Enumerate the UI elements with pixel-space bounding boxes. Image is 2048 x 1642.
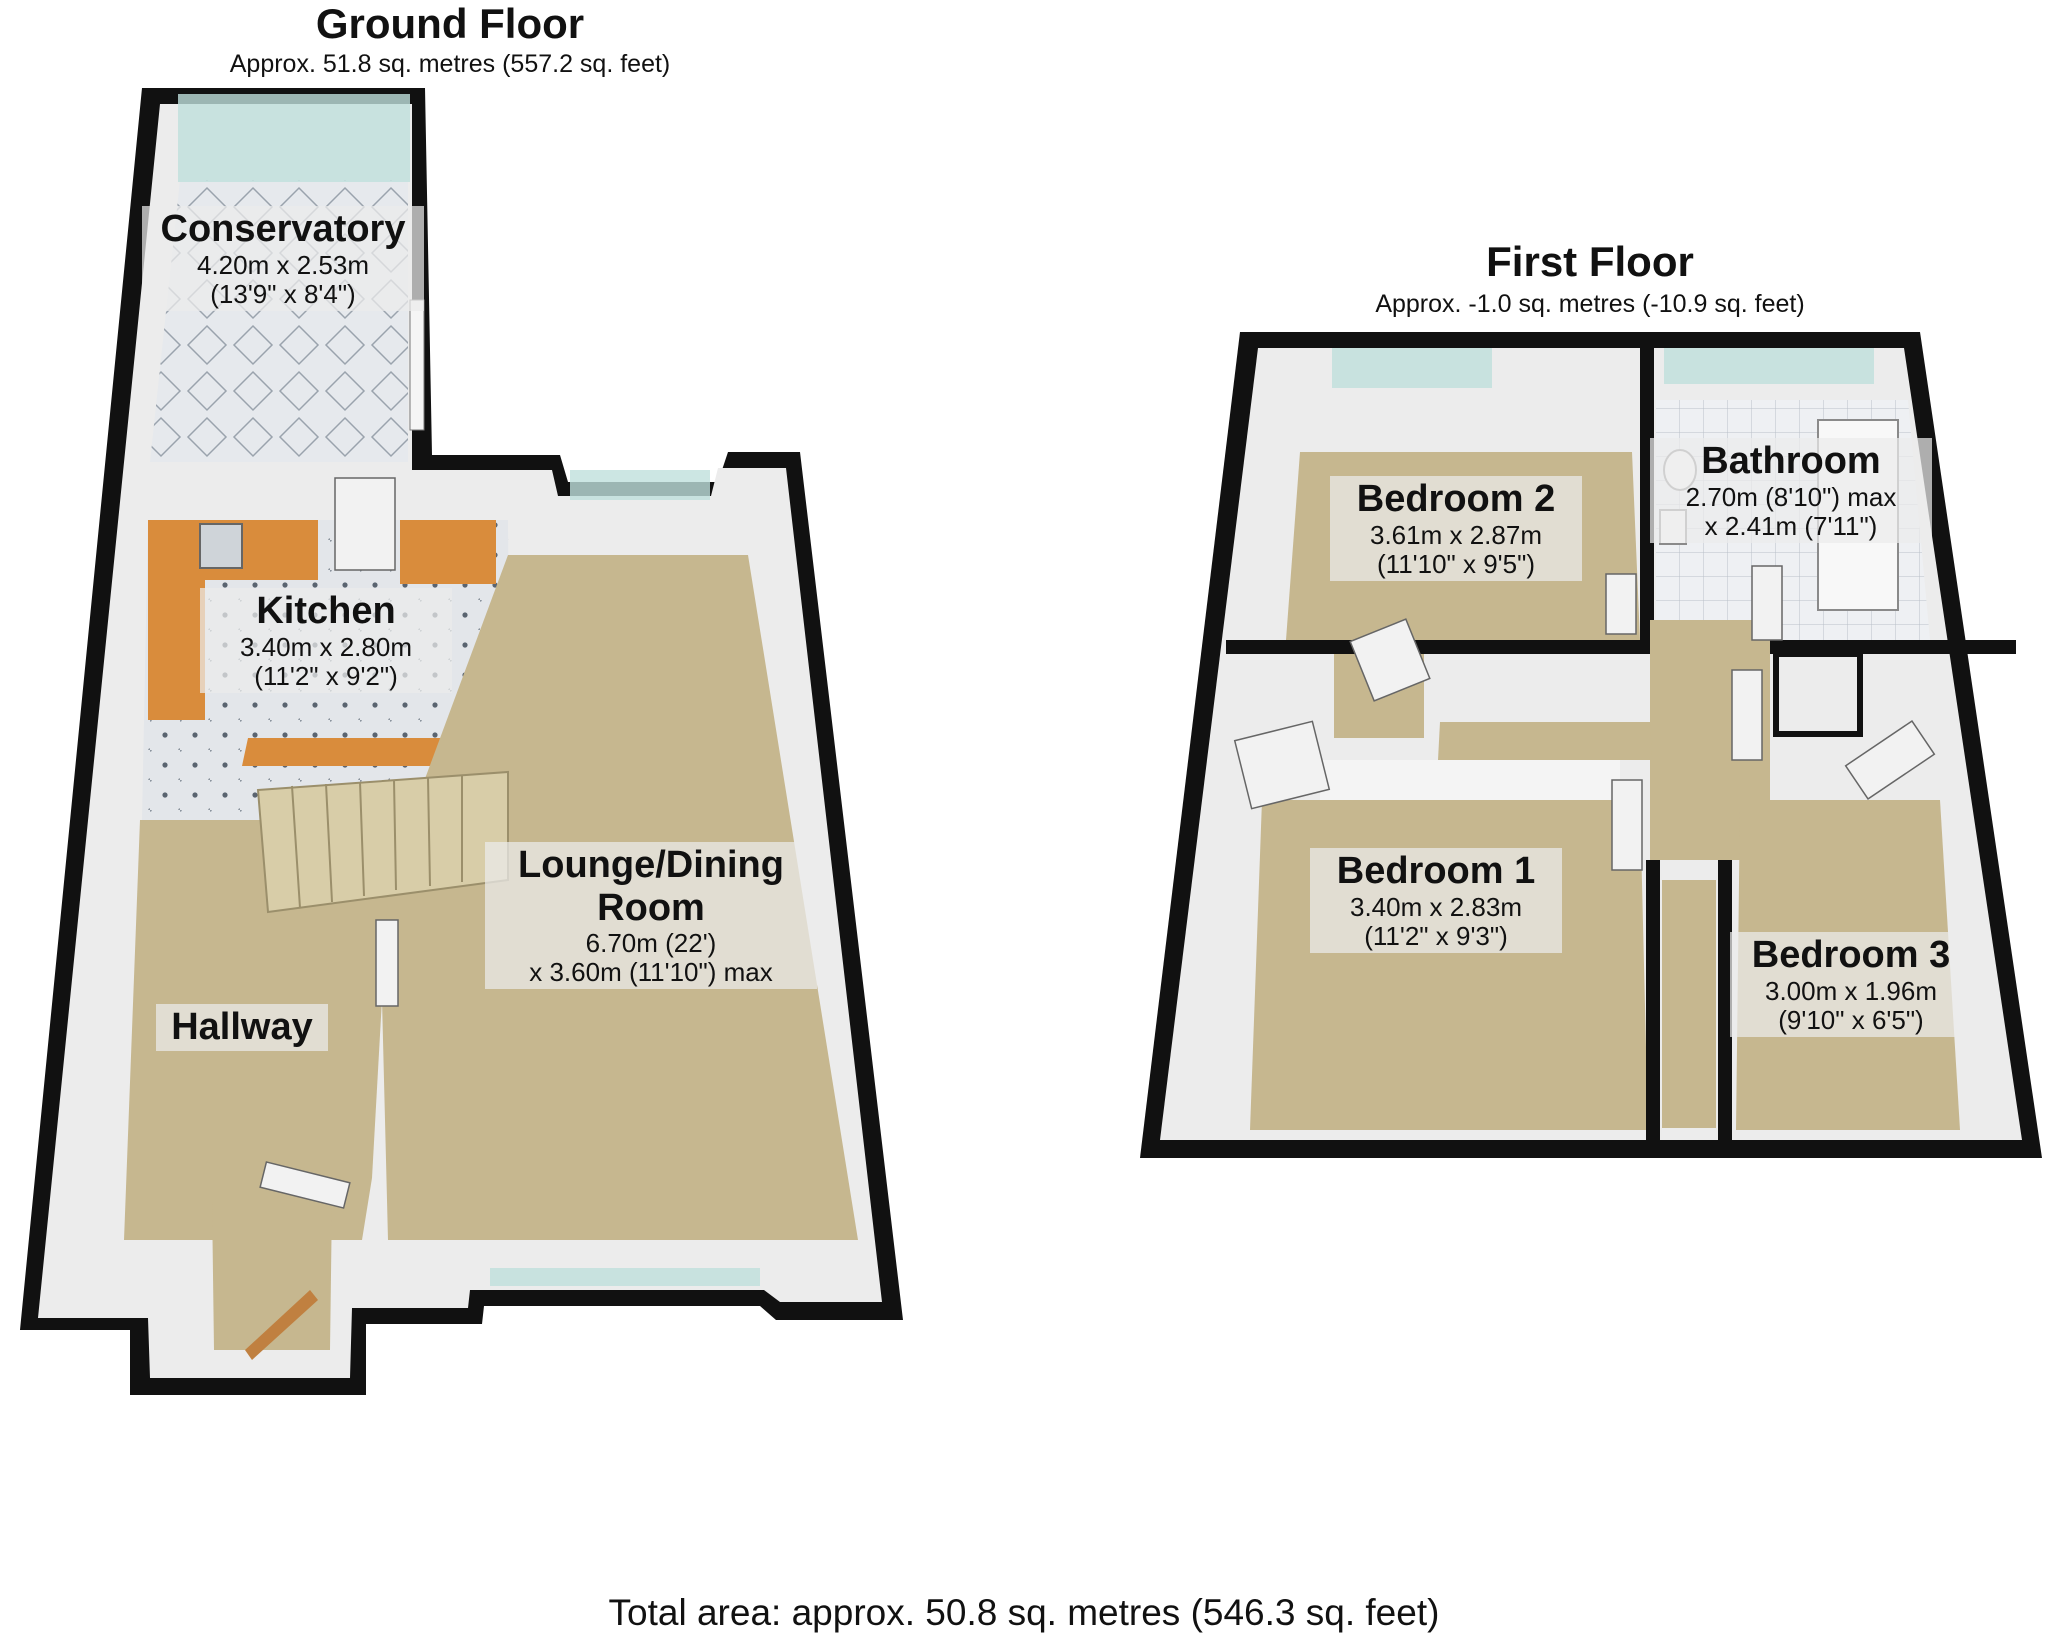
kitchen-sink (199, 523, 243, 569)
ground-floor-area: Approx. 51.8 sq. metres (557.2 sq. feet) (229, 50, 671, 78)
room-name: Lounge/Dining (518, 844, 784, 886)
room-label-bedroom3: Bedroom 3 3.00m x 1.96m (9'10" x 6'5") (1730, 932, 1972, 1037)
room-dimensions: 3.61m x 2.87m (1370, 519, 1542, 550)
total-area: Total area: approx. 50.8 sq. metres (546… (608, 1592, 1440, 1633)
bathroom-window (1664, 348, 1874, 384)
porch-door (245, 1290, 318, 1360)
room-label-bedroom1: Bedroom 1 3.40m x 2.83m (11'2" x 9'3") (1310, 848, 1562, 953)
lounge-window-front (490, 1268, 760, 1286)
lounge-window-rear (570, 470, 710, 500)
room-dimensions: 3.00m x 1.96m (1765, 975, 1937, 1006)
room-name: Kitchen (256, 590, 396, 632)
room-name: Bedroom 3 (1751, 934, 1951, 976)
room-name: Bathroom (1701, 440, 1881, 482)
room-dimensions-imperial: (13'9" x 8'4") (210, 278, 356, 309)
room-label-kitchen: Kitchen 3.40m x 2.80m (11'2" x 9'2") (200, 588, 452, 693)
kitchen-units-right (400, 520, 496, 584)
bedroom2-window (1332, 348, 1492, 388)
room-label-hallway: Hallway (156, 1004, 328, 1051)
room-dimensions: 4.20m x 2.53m (197, 249, 369, 280)
room-dimensions-imperial: (11'2" x 9'2") (254, 660, 398, 691)
room-dimensions: 3.40m x 2.80m (240, 631, 412, 662)
room-name: Bedroom 1 (1336, 850, 1536, 892)
room-name: Hallway (171, 1006, 313, 1048)
room-dimensions: 3.40m x 2.83m (1350, 891, 1522, 922)
room-label-bedroom2: Bedroom 2 3.61m x 2.87m (11'10" x 9'5") (1330, 476, 1582, 581)
room-dimensions-imperial: x 3.60m (11'10") max (529, 957, 773, 988)
room-dimensions-imperial: (9'10" x 6'5") (1778, 1004, 1924, 1035)
room-name: Conservatory (160, 208, 406, 250)
room-label-conservatory: Conservatory 4.20m x 2.53m (13'9" x 8'4"… (142, 206, 424, 311)
room-label-lounge: Lounge/Dining Room 6.70m (22') x 3.60m (… (485, 842, 817, 990)
room-dimensions-imperial: x 2.41m (7'11") (1704, 510, 1878, 541)
first-floor-title: First Floor (1486, 238, 1694, 285)
room-name: Bedroom 2 (1356, 478, 1556, 520)
stairwell-floor (1438, 722, 1652, 760)
conservatory-window (178, 94, 410, 182)
room-dimensions: 6.70m (22') (585, 928, 717, 959)
room-dimensions-imperial: (11'10" x 9'5") (1377, 548, 1535, 579)
room-dimensions: 2.70m (8'10") max (1685, 481, 1897, 512)
ground-floor-title: Ground Floor (315, 0, 585, 47)
kitchen-door (334, 477, 396, 571)
room-dimensions-imperial: (11'2" x 9'3") (1364, 920, 1508, 951)
cupboard-floor (1662, 880, 1716, 1128)
room-label-bathroom: Bathroom 2.70m (8'10") max x 2.41m (7'11… (1650, 438, 1932, 543)
first-floor-area: Approx. -1.0 sq. metres (-10.9 sq. feet) (1375, 290, 1805, 318)
room-name-line2: Room (597, 886, 705, 929)
